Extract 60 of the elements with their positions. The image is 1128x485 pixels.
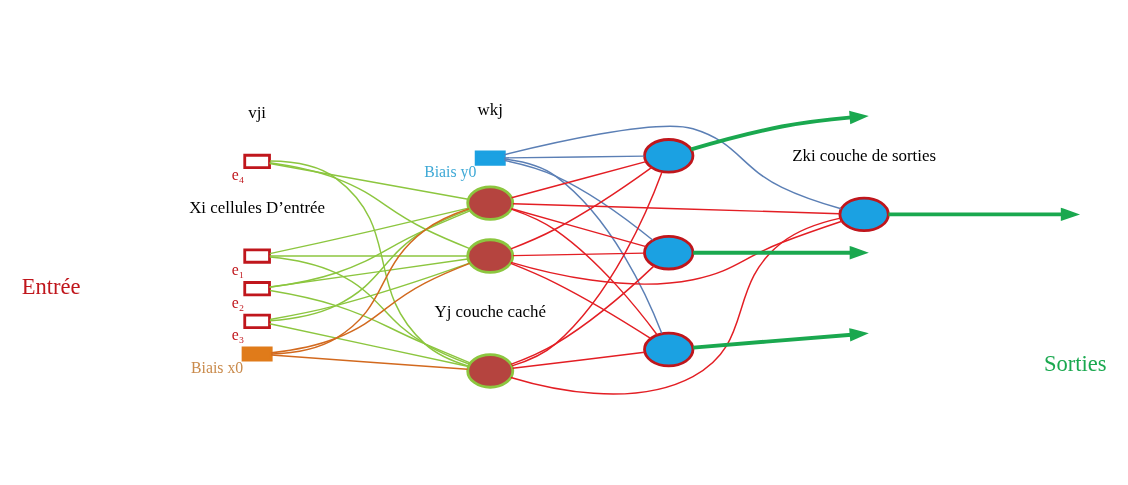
node-circle xyxy=(643,234,695,271)
connector xyxy=(270,262,471,354)
node-box xyxy=(243,281,271,297)
label: vji xyxy=(248,103,267,123)
connector xyxy=(269,207,470,255)
connector xyxy=(510,217,842,395)
label: Yj couche caché xyxy=(434,302,546,322)
connector xyxy=(270,354,469,371)
node-box xyxy=(243,313,271,329)
connector xyxy=(510,265,655,366)
connector xyxy=(269,256,471,366)
connector xyxy=(512,203,841,215)
connector xyxy=(270,208,470,355)
node-circle xyxy=(643,138,695,174)
node-label: e₃ xyxy=(231,326,245,344)
connector xyxy=(511,351,646,370)
connector xyxy=(503,155,645,159)
connector xyxy=(503,125,842,210)
connector xyxy=(268,255,469,257)
connector xyxy=(268,210,471,289)
connector xyxy=(510,208,658,336)
connector xyxy=(511,171,663,367)
connector xyxy=(503,159,654,241)
node-circle xyxy=(466,238,515,274)
node-circle xyxy=(838,196,890,233)
arrow xyxy=(693,328,869,350)
connector xyxy=(269,289,471,364)
connector xyxy=(268,162,471,250)
arrow xyxy=(693,245,869,260)
connector xyxy=(510,166,653,250)
connector xyxy=(269,208,471,322)
node-circle xyxy=(466,353,515,389)
node-circle xyxy=(643,331,695,368)
label: wkj xyxy=(477,99,503,119)
node-box xyxy=(243,153,271,170)
node-label: Biais y0 xyxy=(424,162,477,180)
connector xyxy=(269,160,470,367)
label: Xi cellules D’entrée xyxy=(189,197,326,217)
node-label: Biais x0 xyxy=(191,358,244,376)
node-label: e₄ xyxy=(231,166,245,184)
connector xyxy=(510,220,843,285)
connector xyxy=(268,162,469,201)
connector xyxy=(510,160,647,199)
arrow xyxy=(888,207,1080,222)
connector xyxy=(512,252,646,257)
connector xyxy=(503,158,663,335)
node-label: e₁ xyxy=(231,260,245,278)
connector xyxy=(268,258,469,288)
node-label: e₂ xyxy=(231,293,245,311)
connector xyxy=(510,208,647,248)
label: Entrée xyxy=(21,274,81,300)
node-box xyxy=(474,150,506,166)
node-box xyxy=(243,248,271,264)
node-circle xyxy=(466,185,515,221)
arrow xyxy=(690,110,869,152)
label: Zki couche de sorties xyxy=(792,145,937,165)
node-box xyxy=(241,346,273,362)
connector xyxy=(268,323,470,368)
connector xyxy=(510,262,652,340)
label: Sorties xyxy=(1044,350,1107,376)
